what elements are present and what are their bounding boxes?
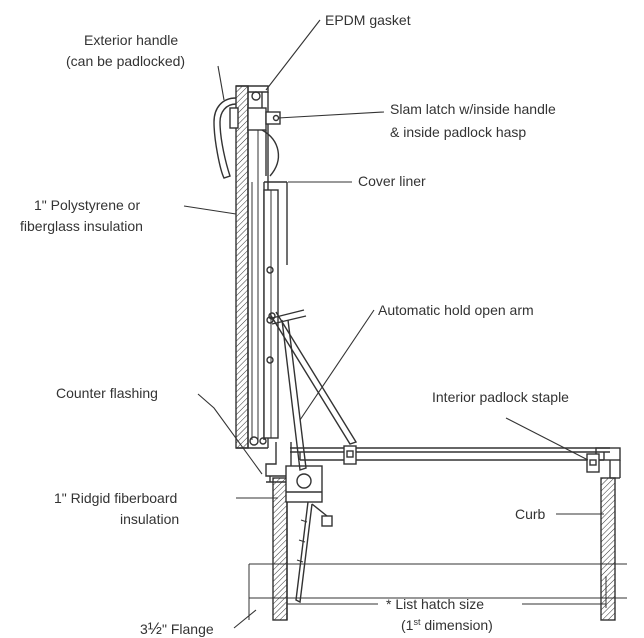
label-slam-latch-line2: & inside padlock hasp <box>390 124 526 140</box>
right-curb-wall <box>600 477 616 621</box>
leader-slam-latch <box>277 111 385 119</box>
spring-strut <box>295 501 333 604</box>
label-first-dimension: (1st dimension) <box>401 617 493 633</box>
label-polystyrene-line2: fiberglass insulation <box>20 218 143 234</box>
hatch-size-dimension-line <box>286 576 607 608</box>
label-hold-open-arm: Automatic hold open arm <box>378 302 534 318</box>
leader-counter-flashing <box>197 393 263 475</box>
label-cover-liner: Cover liner <box>358 173 426 189</box>
flange-outline <box>248 563 627 599</box>
label-slam-latch-line1: Slam latch w/inside handle <box>390 101 556 117</box>
hinge-box <box>285 465 323 503</box>
label-epdm-gasket: EPDM gasket <box>325 12 411 28</box>
leader-hold-open-arm <box>299 309 375 421</box>
exterior-handle <box>213 97 239 179</box>
arm-bracket <box>343 445 357 465</box>
label-counter-flashing: Counter flashing <box>56 385 158 401</box>
label-list-hatch-size: * List hatch size <box>386 596 484 612</box>
leader-polystyrene <box>183 205 237 215</box>
left-curb-wall <box>272 477 288 621</box>
cover-channel <box>263 189 279 439</box>
leader-interior-staple <box>505 417 589 461</box>
label-exterior-handle-line1: Exterior handle <box>84 32 178 48</box>
label-interior-padlock-staple: Interior padlock staple <box>432 389 569 405</box>
leader-epdm-gasket <box>265 19 321 91</box>
epdm-gasket <box>251 91 263 110</box>
curb-frame-rail <box>290 447 610 461</box>
label-fiberboard-line1: 1" Ridgid fiberboard <box>54 490 177 506</box>
flange-dimension-line <box>248 598 274 620</box>
right-curb-top <box>595 447 621 479</box>
hold-open-arm <box>268 309 358 471</box>
label-exterior-handle-line2: (can be padlocked) <box>66 53 185 69</box>
leader-flange <box>233 609 257 629</box>
cover-insulation <box>235 85 249 449</box>
label-fiberboard-line2: insulation <box>120 511 179 527</box>
label-polystyrene-line1: 1" Polystyrene or <box>34 197 140 213</box>
slam-latch <box>247 107 281 177</box>
label-flange: 3½" Flange <box>140 619 214 638</box>
leader-exterior-handle <box>217 65 225 101</box>
interior-padlock-staple <box>586 453 600 473</box>
label-curb: Curb <box>515 506 546 522</box>
cover-hinge-knuckle <box>249 436 267 446</box>
